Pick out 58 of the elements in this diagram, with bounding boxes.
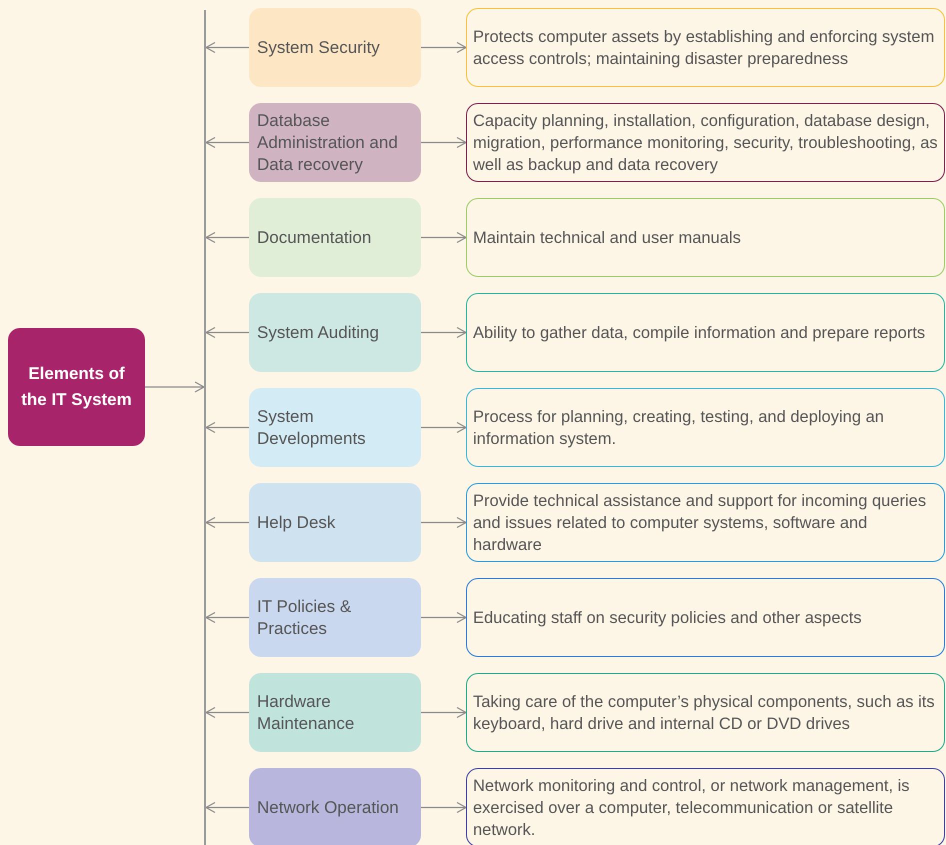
description-box: [466, 768, 945, 845]
description-text: Maintain technical and user manuals: [473, 228, 741, 248]
root-label: Elements of the IT System: [20, 363, 133, 411]
arrow: [205, 516, 249, 528]
category-label: System Developments: [257, 406, 367, 450]
description-text: Network monitoring and control, or network management, is exercised over a computer, telecommunication or satellite network.: [473, 776, 911, 840]
category-box: [249, 578, 421, 657]
arrow: [421, 136, 467, 148]
description-box: [466, 673, 945, 752]
category-box: [249, 8, 421, 87]
description-box: [466, 8, 945, 87]
arrow: [421, 706, 467, 718]
arrow: [421, 612, 467, 624]
arrow: [421, 42, 467, 54]
arrow: [205, 42, 249, 54]
arrow: [205, 136, 249, 148]
description-text: Taking care of the computer’s physical components, such as its keyboard, hard drive and internal CD or DVD drives: [473, 692, 936, 734]
description-text: Capacity planning, installation, configuration, database design, migration, performance monitoring, security, troubleshooting, as well as backup and data recovery: [473, 110, 938, 176]
vertical-line: [204, 10, 206, 845]
category-label: System Security: [257, 36, 380, 58]
description-box: [466, 198, 945, 277]
description-text: Protects computer assets by establishing and enforcing system access controls; maintaining disaster preparedness: [473, 26, 936, 70]
root-box: [8, 328, 145, 446]
arrow: [145, 381, 205, 393]
category-box: [249, 293, 421, 372]
category-box: [249, 673, 421, 752]
category-box: [249, 768, 421, 845]
arrow: [205, 326, 249, 338]
description-text: Ability to gather data, compile information and prepare reports: [473, 322, 926, 344]
arrow: [421, 422, 467, 434]
description-text: Provide technical assistance and support for incoming queries and issues related to computer systems, software and hardware: [473, 490, 928, 556]
arrow: [421, 516, 467, 528]
arrow: [205, 232, 249, 244]
description-text: Process for planning, creating, testing, and deploying an information system.: [473, 406, 885, 450]
category-label: System Auditing: [257, 322, 379, 344]
category-label: Hardware Maintenance: [257, 690, 356, 734]
arrow: [421, 802, 467, 814]
description-box: [466, 388, 945, 467]
category-label: Help Desk: [257, 512, 336, 534]
category-label: IT Policies & Practices: [257, 596, 352, 640]
category-label: Network Operation: [257, 796, 399, 818]
arrow: [205, 422, 249, 434]
description-box: [466, 483, 945, 562]
category-box: [249, 198, 421, 277]
arrow: [205, 706, 249, 718]
category-label: Documentation: [257, 226, 372, 248]
arrow: [421, 232, 467, 244]
category-box: [249, 388, 421, 467]
arrow: [205, 802, 249, 814]
category-box: [249, 483, 421, 562]
arrow: [421, 326, 467, 338]
category-box: [249, 103, 421, 182]
description-box: [466, 293, 945, 372]
description-box: [466, 578, 945, 657]
description-box: [466, 103, 945, 182]
description-text: Educating staff on security policies and other aspects: [473, 608, 862, 628]
category-label: Database Administration and Data recovery: [257, 110, 399, 176]
arrow: [205, 612, 249, 624]
